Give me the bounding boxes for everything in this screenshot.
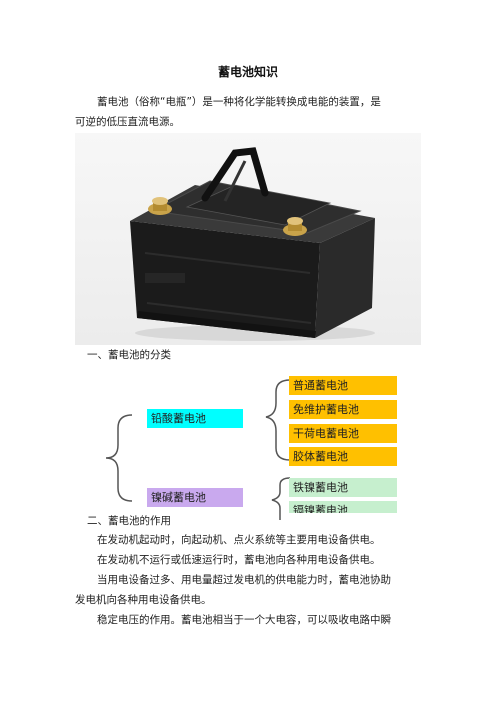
type-ordinary-battery: 普通蓄电池 <box>289 376 397 395</box>
section2-para-3-line-2: 发电机向各种用电设备供电。 <box>75 594 212 606</box>
classification-braces <box>105 379 291 520</box>
type-nickel-cadmium-battery: 镉镍蓄电池 <box>289 501 397 513</box>
section2-para-3-line-1: 当用电设备过多、用电量超过发电机的供电能力时，蓄电池协助 <box>97 574 391 586</box>
section2-heading: 二、蓄电池的作用 <box>87 515 171 527</box>
battery-photo <box>75 133 421 345</box>
type-maintenance-free-battery: 免维护蓄电池 <box>289 400 397 419</box>
type-iron-nickel-battery: 铁镍蓄电池 <box>289 478 397 497</box>
section2-para-4: 稳定电压的作用。蓄电池相当于一个大电容，可以吸收电路中瞬 <box>97 614 391 626</box>
type-dry-charged-battery: 干荷电蓄电池 <box>289 424 397 443</box>
section1-heading: 一、蓄电池的分类 <box>87 349 171 361</box>
intro-line-1: 蓄电池（俗称“电瓶”）是一种将化学能转换成电能的装置，是 <box>97 96 381 108</box>
page-title: 蓄电池知识 <box>217 65 278 79</box>
type-gel-battery: 胶体蓄电池 <box>289 447 397 466</box>
battery-illustration <box>130 147 375 341</box>
section2-para-2: 在发动机不运行或低速运行时，蓄电池向各种用电设备供电。 <box>97 554 381 566</box>
section2-para-1: 在发动机起动时，向起动机、点火系统等主要用电设备供电。 <box>97 534 381 546</box>
intro-line-2: 可逆的低压直流电源。 <box>75 116 180 128</box>
lead-acid-label: 铅酸蓄电池 <box>147 409 243 428</box>
nickel-alkaline-label: 镍碱蓄电池 <box>147 488 243 507</box>
